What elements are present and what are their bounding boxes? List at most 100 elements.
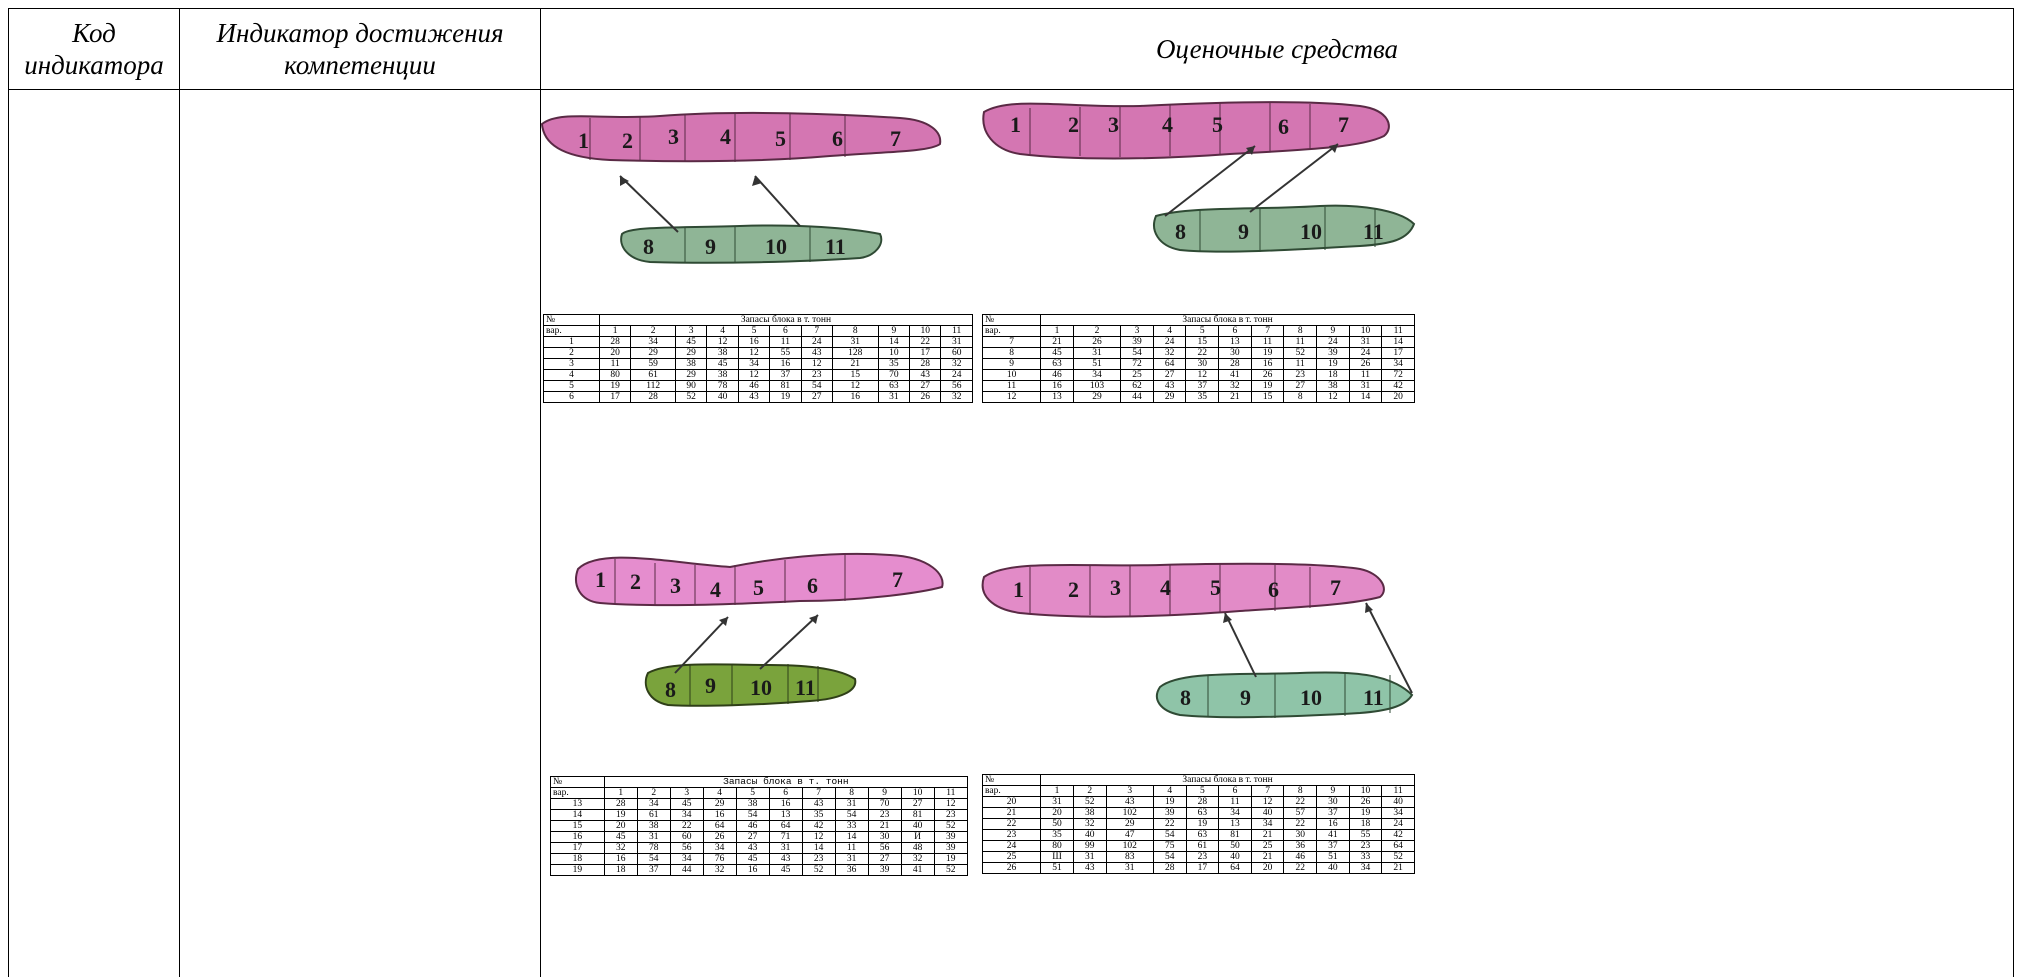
table-cell: 8	[981, 347, 1042, 359]
table-cell: 43	[1152, 380, 1187, 392]
table-cell: 70	[867, 798, 902, 810]
table-cell: 11	[834, 842, 869, 854]
table-cell: 25	[981, 851, 1042, 863]
table-cell: 34	[669, 853, 704, 865]
table-cell: 20	[598, 347, 632, 359]
number-label: №	[550, 776, 605, 788]
table-cell: 11	[1250, 336, 1285, 348]
ore-block-label: 7	[892, 567, 903, 592]
ore-block-label: 5	[775, 126, 786, 151]
column-header: 2	[630, 325, 676, 337]
ore-block-label: 7	[1330, 575, 1341, 600]
column-header: 8	[1283, 785, 1318, 797]
table-cell: 63	[1040, 358, 1074, 370]
table-cell: 43	[735, 842, 770, 854]
table-cell: 44	[1120, 391, 1154, 403]
table-border-left	[8, 8, 9, 977]
ore-block-label: 7	[890, 126, 901, 151]
column-header: 1	[603, 787, 638, 799]
table-cell: 38	[674, 358, 708, 370]
assessment-table: Код индикатора Индикатор достижения комп…	[8, 8, 2014, 977]
table-cell: 12	[933, 798, 969, 810]
table-cell: 72	[1381, 369, 1415, 381]
table-cell: 29	[630, 347, 676, 359]
table-cell: 16	[735, 864, 770, 876]
table-cell: 20	[981, 796, 1042, 808]
table-cell: 27	[909, 380, 942, 392]
table-cell: Ш	[1040, 851, 1074, 863]
table-cell: 34	[669, 809, 704, 821]
ore-block-label: 6	[1278, 114, 1289, 139]
table-cell: 72	[1120, 358, 1154, 370]
table-cell: 31	[1105, 862, 1154, 874]
table-cell: 56	[940, 380, 973, 392]
block-diagram-2: 1 2 3 4 5 6 7 8 9 10 11	[980, 94, 1420, 264]
table-cell: 60	[669, 831, 704, 843]
column-header: 6	[1218, 325, 1252, 337]
table-cell: 42	[1381, 380, 1415, 392]
column-header: 7	[1250, 325, 1285, 337]
table-cell: 13	[550, 798, 605, 810]
table-cell: 30	[1316, 796, 1350, 808]
column-header: 7	[1250, 785, 1285, 797]
table-cell: 21	[1250, 829, 1285, 841]
table-cell: 39	[933, 831, 969, 843]
column-header: 10	[1348, 785, 1383, 797]
table-cell: 12	[737, 347, 771, 359]
table-cell: 63	[877, 380, 911, 392]
table-cell: 19	[769, 391, 802, 403]
column-header: 6	[769, 325, 802, 337]
table-cell: 19	[1250, 347, 1285, 359]
table-cell: 14	[877, 336, 911, 348]
table-cell: 10	[981, 369, 1042, 381]
table-cell: 11	[981, 380, 1042, 392]
ore-block-label: 3	[670, 573, 681, 598]
table-cell: 11	[1348, 369, 1383, 381]
table-cell: 52	[933, 820, 969, 832]
table-cell: 54	[800, 380, 833, 392]
table-cell: 19	[598, 380, 632, 392]
table-cell: 31	[636, 831, 671, 843]
table-cell: 39	[867, 864, 902, 876]
table-cell: 64	[1152, 358, 1187, 370]
table-cell: 16	[1316, 818, 1350, 830]
table-cell: 31	[1348, 336, 1383, 348]
header-separator	[8, 89, 2014, 90]
ore-body	[540, 111, 942, 163]
ore-body	[982, 101, 1390, 160]
table-cell: 25	[1120, 369, 1154, 381]
table-cell: 52	[801, 864, 836, 876]
table-cell: 21	[1250, 851, 1285, 863]
table-cell: 32	[900, 853, 935, 865]
table-cell: 34	[1381, 358, 1415, 370]
table-cell: 26	[1250, 369, 1285, 381]
table-cell: 71	[768, 831, 803, 843]
waste-block-label: 8	[643, 234, 654, 259]
ore-block-label: 4	[720, 124, 731, 149]
table-cell: 6	[543, 391, 600, 403]
waste-body	[644, 663, 857, 707]
table-cell: 51	[1040, 862, 1074, 874]
table-cell: 80	[1040, 840, 1074, 852]
table-cell: 78	[706, 380, 739, 392]
table-cell: 19	[1348, 807, 1383, 819]
table-cell: 15	[831, 369, 879, 381]
column-header: 1	[1040, 785, 1074, 797]
table-cell: 83	[1105, 851, 1154, 863]
table-cell: 80	[598, 369, 632, 381]
table-cell: 39	[1152, 807, 1187, 819]
waste-block-label: 9	[1240, 685, 1251, 710]
table-cell: 12	[1185, 369, 1220, 381]
